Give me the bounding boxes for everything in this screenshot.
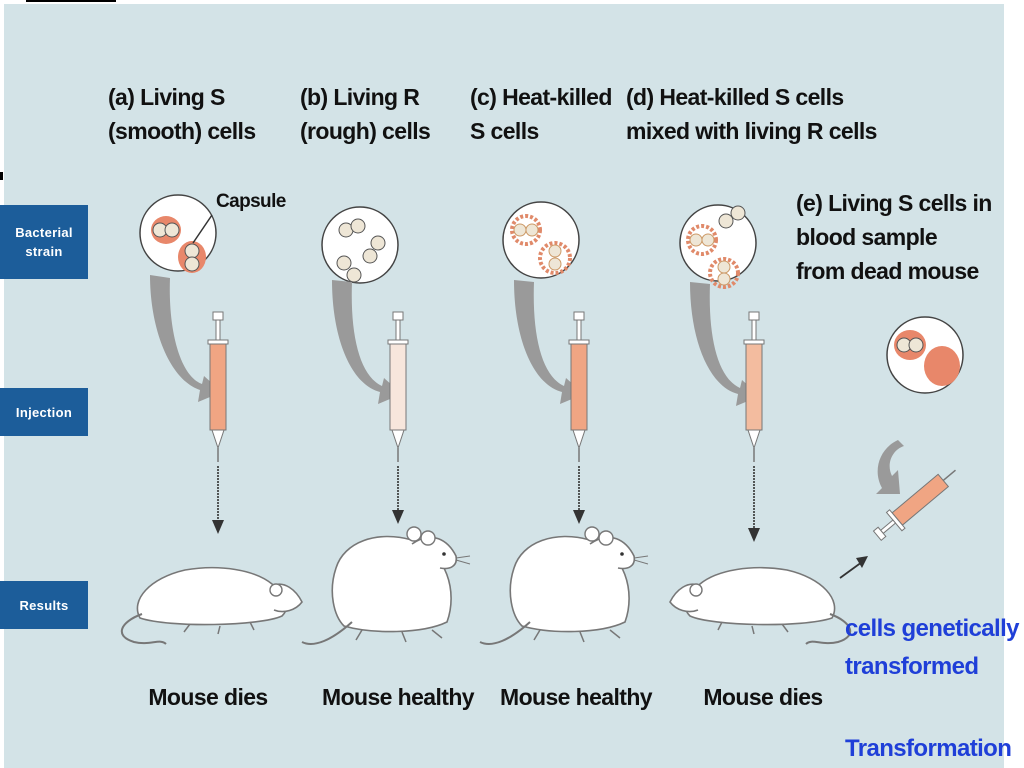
strain-circle-a [139, 194, 217, 273]
syringe-c [568, 311, 590, 462]
title-a: (a) Living S (smooth) cells [108, 84, 256, 144]
mouse-b [301, 526, 471, 645]
result-c: Mouse healthy [500, 684, 653, 710]
title-e: (e) Living S cells in blood sample from … [796, 190, 992, 284]
capsule-label: Capsule [216, 191, 286, 212]
result-b: Mouse healthy [322, 684, 475, 710]
mouse-a [120, 566, 304, 645]
result-d: Mouse dies [703, 684, 823, 710]
row-label-results: Results [0, 581, 88, 629]
curved-arrow-a [150, 275, 222, 402]
curved-arrow-d [690, 282, 760, 406]
title-d: (d) Heat-killed S cells mixed with livin… [626, 84, 877, 144]
mouse-c [479, 526, 649, 645]
result-a: Mouse dies [148, 684, 268, 710]
strain-circle-d [679, 204, 757, 289]
transfer-arrow [839, 556, 868, 579]
strain-circle-e [886, 316, 964, 394]
down-arrows [217, 466, 755, 530]
strain-circle-c [502, 201, 580, 279]
mouse-d [669, 566, 852, 645]
annotation-transformation: Transformation [845, 735, 1012, 762]
arrowheads [212, 510, 760, 542]
curved-arrow-c [514, 280, 584, 404]
row-label-bacterial-strain: Bacterial strain [0, 205, 88, 279]
curved-arrows [150, 275, 904, 494]
curved-arrow-e [876, 440, 904, 494]
title-c: (c) Heat-killed S cells [470, 84, 612, 144]
left-tick-mark [0, 172, 3, 180]
title-b: (b) Living R (rough) cells [300, 84, 431, 144]
syringe-b [387, 311, 409, 462]
annotation-transformed: cells genetically transformed [845, 615, 1020, 680]
row-label-injection: Injection [0, 388, 88, 436]
syringe-d [743, 311, 765, 462]
top-rule [26, 0, 116, 2]
strain-circle-b [321, 206, 399, 284]
syringe-e [872, 469, 956, 542]
curved-arrow-b [332, 280, 402, 404]
syringe-a [207, 311, 229, 462]
